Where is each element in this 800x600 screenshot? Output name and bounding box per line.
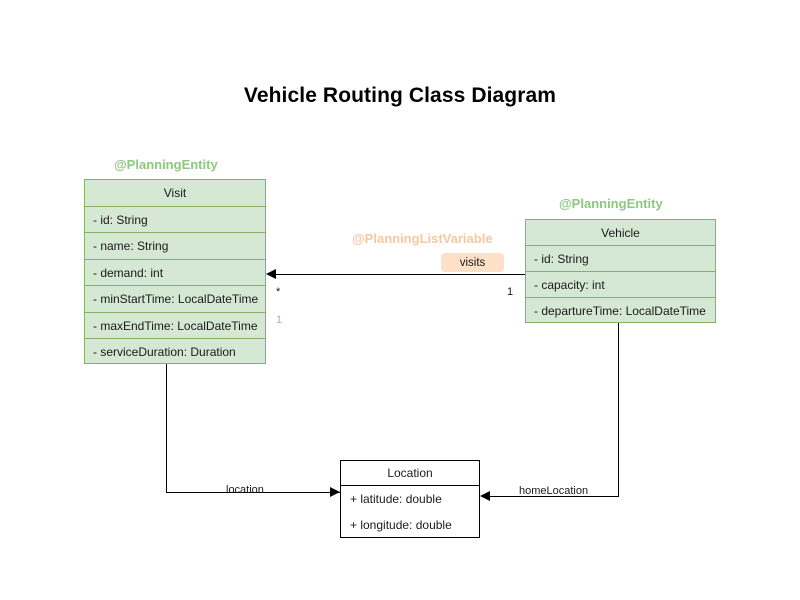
stereotype-visit-planning-entity: @PlanningEntity bbox=[114, 157, 218, 172]
class-box-visit[interactable]: Visit - id: String - name: String - dema… bbox=[84, 179, 266, 364]
edge-label-visits: visits bbox=[441, 253, 504, 272]
stereotype-vehicle-planning-entity: @PlanningEntity bbox=[559, 196, 663, 211]
class-attribute-row: - minStartTime: LocalDateTime bbox=[85, 286, 265, 313]
class-attribute-row: + longitude: double bbox=[350, 518, 452, 532]
class-attribute-row: - id: String bbox=[526, 246, 715, 272]
class-attribute-row: - serviceDuration: Duration bbox=[93, 344, 236, 359]
class-attribute-row: - id: String bbox=[85, 207, 265, 233]
edge-label-home-location: homeLocation bbox=[519, 485, 589, 497]
edge-visits-line bbox=[276, 274, 525, 275]
class-attribute-row: - demand: int bbox=[85, 260, 265, 286]
class-box-location[interactable]: Location + latitude: double + longitude:… bbox=[340, 460, 480, 538]
edge-home-location-vertical bbox=[618, 323, 619, 497]
class-attribute-row: - departureTime: LocalDateTime bbox=[534, 303, 706, 318]
edge-location-horizontal bbox=[166, 492, 340, 493]
multiplicity-visits-target: * bbox=[276, 286, 281, 298]
stereotype-planning-list-variable: @PlanningListVariable bbox=[352, 231, 493, 246]
edge-home-location-arrowhead bbox=[480, 491, 490, 501]
class-attribute-row: + latitude: double bbox=[350, 492, 442, 506]
class-attribute-row: - name: String bbox=[85, 233, 265, 260]
class-title-location: Location bbox=[341, 461, 479, 486]
edge-location-vertical bbox=[166, 364, 167, 493]
edge-label-location: location bbox=[226, 484, 264, 496]
diagram-title: Vehicle Routing Class Diagram bbox=[243, 84, 557, 107]
multiplicity-visits-source: 1 bbox=[507, 286, 514, 298]
edge-visits-arrowhead bbox=[266, 269, 276, 279]
class-title-vehicle: Vehicle bbox=[526, 220, 715, 246]
class-title-visit: Visit bbox=[85, 180, 265, 207]
multiplicity-vehicle-of-visit: 1 bbox=[276, 314, 283, 326]
class-attribute-row: - maxEndTime: LocalDateTime bbox=[85, 313, 265, 339]
class-box-vehicle[interactable]: Vehicle - id: String - capacity: int - d… bbox=[525, 219, 716, 323]
edge-home-location-horizontal bbox=[490, 496, 619, 497]
class-attribute-row: - capacity: int bbox=[526, 272, 715, 298]
edge-location-arrowhead bbox=[330, 487, 340, 497]
